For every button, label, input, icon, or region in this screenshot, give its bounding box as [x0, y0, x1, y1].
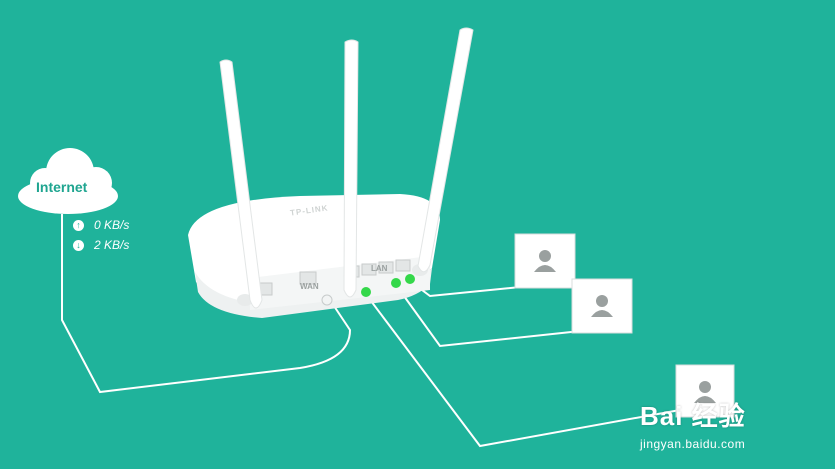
lan-cable-3: [364, 292, 681, 448]
download-speed-row: ↓ 2 KB/s: [73, 238, 129, 252]
lan-link-dot-3: [361, 287, 371, 297]
user-device-icon: [694, 381, 716, 403]
arrow-down-icon: ↓: [73, 239, 84, 251]
user-device-icon: [534, 250, 556, 272]
watermark-url: jingyan.baidu.com: [640, 437, 746, 451]
device-card-2: [571, 278, 633, 334]
internet-cable: [61, 214, 352, 394]
wan-status-dot: [321, 294, 333, 306]
internet-label: Internet: [36, 179, 88, 195]
download-speed: 2 KB/s: [94, 238, 130, 252]
lan-port-label: LAN: [371, 264, 388, 273]
upload-speed: 0 KB/s: [94, 218, 130, 232]
router-antenna-right: [417, 27, 474, 273]
user-device-icon: [591, 295, 613, 317]
lan-link-dot-2: [391, 278, 401, 288]
cloud-icon: [18, 148, 118, 214]
lan-link-dot-1: [405, 274, 415, 284]
baidu-jingyan-watermark: Bai 经验 jingyan.baidu.com: [640, 396, 746, 451]
device-card-3: [675, 364, 735, 418]
router-antenna-left: [219, 59, 263, 309]
arrow-up-icon: ↑: [73, 219, 84, 231]
wan-port-label: WAN: [300, 282, 319, 291]
upload-speed-row: ↑ 0 KB/s: [73, 218, 129, 232]
watermark-brand: Bai 经验: [640, 401, 746, 431]
lan-cable-2: [395, 284, 591, 348]
router-antenna-middle: [343, 39, 359, 298]
device-card-1: [514, 233, 576, 289]
